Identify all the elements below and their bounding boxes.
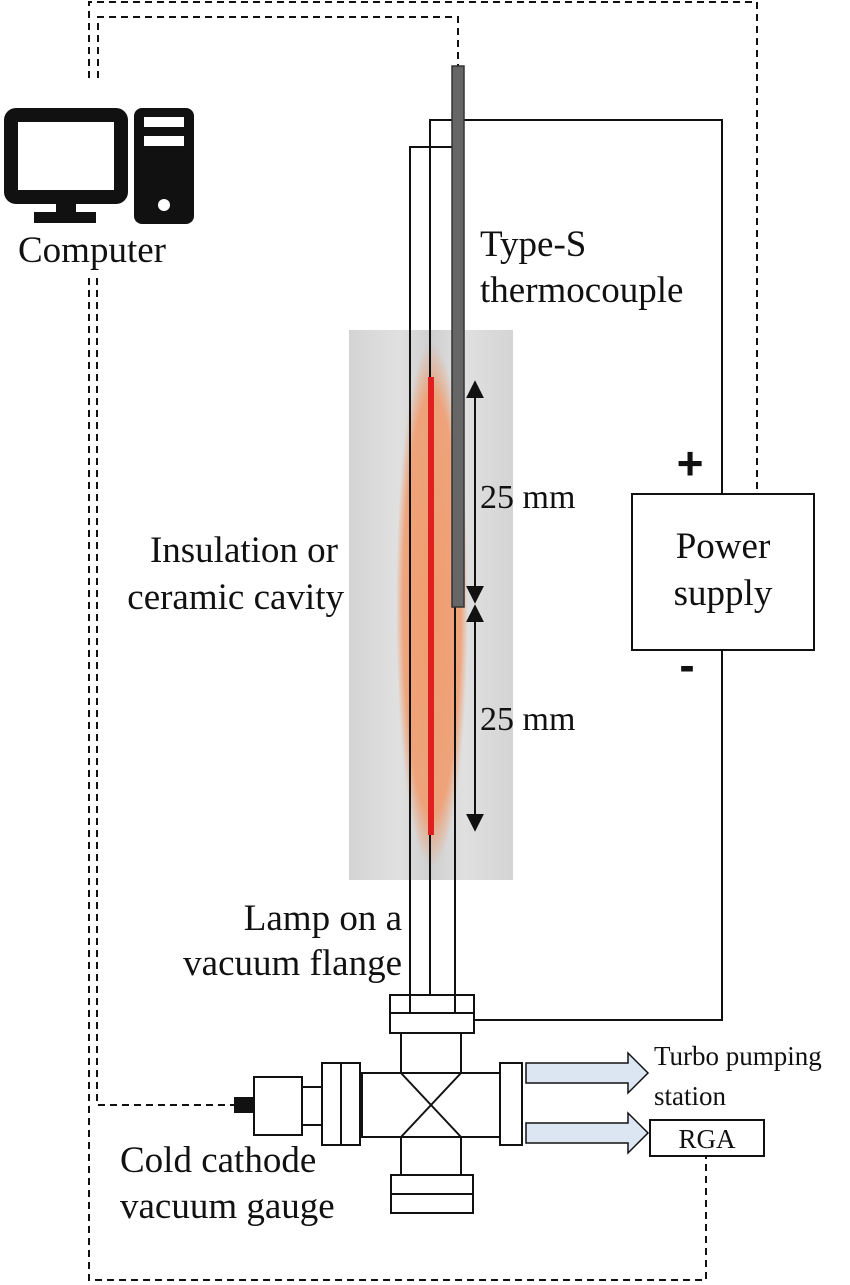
dimension-upper-label: 25 mm <box>480 479 575 516</box>
insulation-label-line1: Insulation or <box>150 530 338 571</box>
power-supply-label-line1: Power <box>676 526 771 567</box>
thermocouple-sheath <box>451 65 465 608</box>
vacuum-cross-chamber <box>321 1032 523 1214</box>
cold-cathode-gauge <box>234 1076 323 1136</box>
computer-icon <box>4 108 194 224</box>
rga-box <box>649 1119 765 1157</box>
power-supply-label-line2: supply <box>674 573 773 614</box>
thermocouple-label-line2: thermocouple <box>480 270 683 311</box>
gauge-label-line2: vacuum gauge <box>120 1186 335 1227</box>
rga-label: RGA <box>678 1124 736 1154</box>
turbo-label-line1: Turbo pumping <box>654 1041 822 1071</box>
power-supply-box <box>631 493 815 651</box>
lamp-vacuum-flange <box>389 994 475 1034</box>
minus-terminal-sign: - <box>679 639 694 691</box>
computer-label: Computer <box>18 230 166 271</box>
turbo-label-line2: station <box>654 1081 726 1111</box>
plus-terminal-sign: + <box>677 437 704 489</box>
turbo-outlet-arrow <box>525 1051 650 1095</box>
signal-cables <box>88 1 758 1281</box>
gauge-label-line1: Cold cathode <box>120 1140 316 1181</box>
thermocouple-label-line1: Type-S <box>480 224 586 265</box>
lamp-label-line2: vacuum flange <box>183 943 402 984</box>
rga-outlet-arrow <box>525 1111 650 1155</box>
lamp-label-line1: Lamp on a <box>244 898 402 939</box>
insulation-label-line2: ceramic cavity <box>127 577 344 618</box>
dimension-lower-label: 25 mm <box>480 701 575 738</box>
